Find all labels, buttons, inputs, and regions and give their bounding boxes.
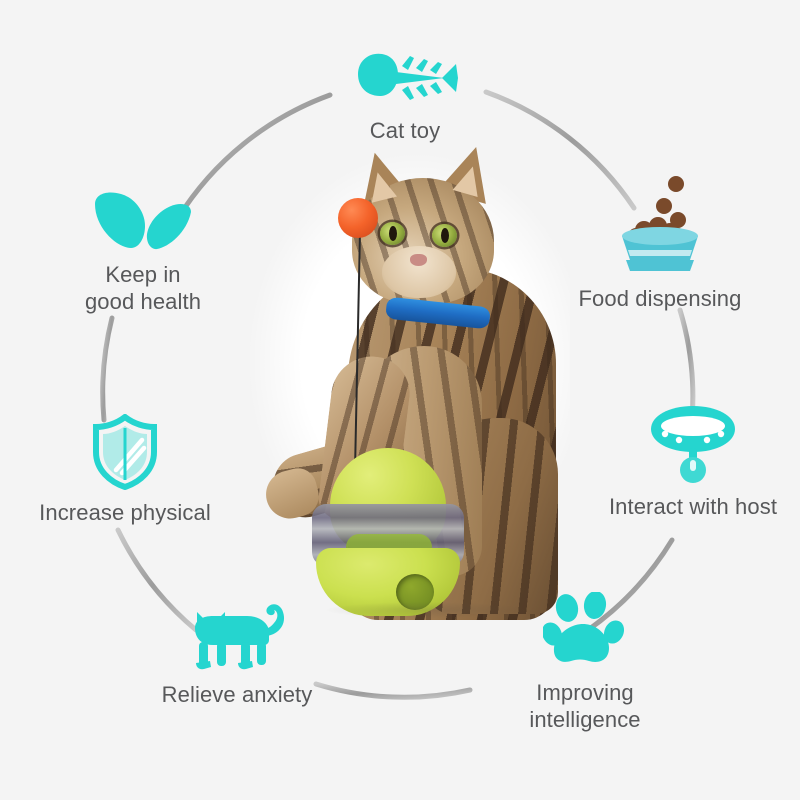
- feature-node-increase-physical[interactable]: Increase physical: [10, 413, 240, 527]
- tumbler-treat-toy: [308, 448, 468, 616]
- cat-pupil-right: [441, 228, 449, 243]
- food-bowl-icon: [600, 176, 720, 276]
- shield-icon: [92, 413, 158, 491]
- floor-shadow: [326, 602, 526, 618]
- walking-cat-icon: [183, 600, 291, 672]
- feature-node-food-dispensing[interactable]: Food dispensing: [545, 176, 775, 313]
- feature-label: Cat toy: [369, 118, 441, 143]
- feature-node-relieve-anxiety[interactable]: Relieve anxiety: [122, 600, 352, 709]
- feature-label: Interact with host: [608, 494, 778, 519]
- feature-label: Increase physical: [39, 500, 211, 525]
- product-photo: [230, 140, 570, 620]
- paw-print-icon: [541, 591, 627, 670]
- feature-node-keep-good-health[interactable]: Keep in good health: [28, 190, 258, 316]
- feature-node-cat-toy[interactable]: Cat toy: [290, 48, 520, 145]
- toy-lower-base: [316, 548, 460, 616]
- toy-wand-ball: [338, 198, 378, 238]
- feature-label: Food dispensing: [578, 286, 742, 311]
- feature-node-interact-with-host[interactable]: Interact with host: [578, 400, 800, 521]
- feature-node-improving-intelligence[interactable]: Improving intelligence: [470, 591, 700, 734]
- fish-bone-icon: [352, 48, 458, 108]
- feature-label: Keep in good health: [84, 262, 202, 314]
- collar-icon: [647, 400, 739, 484]
- leaf-wings-icon: [91, 190, 195, 252]
- cat-nose: [410, 254, 427, 266]
- feature-label: Relieve anxiety: [161, 682, 313, 707]
- cat-pupil-left: [389, 226, 397, 241]
- arc-physical-to-keephealth: [100, 315, 115, 423]
- toy-treat-hole: [396, 574, 434, 610]
- feature-label: Improving intelligence: [529, 680, 641, 732]
